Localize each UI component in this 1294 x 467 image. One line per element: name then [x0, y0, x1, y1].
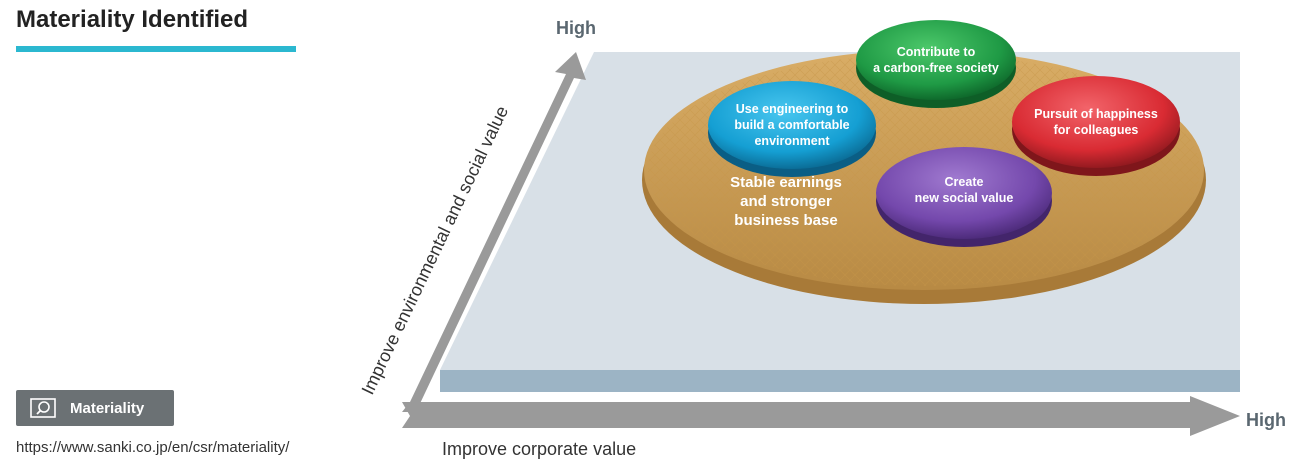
y-axis-arrow [402, 52, 586, 412]
x-axis-arrow [402, 396, 1240, 436]
bubble-text-line: Use engineering to [736, 102, 849, 116]
x-axis-high-label: High [1246, 410, 1286, 430]
bubble-text-line: Contribute to [897, 45, 976, 59]
bubble-text-line: for colleagues [1054, 123, 1139, 137]
bubble-carbon: Contribute to a carbon-free society [856, 20, 1016, 108]
bubble-text-line: a carbon-free society [873, 61, 999, 75]
bubble-happiness: Pursuit of happiness for colleagues [1012, 76, 1180, 176]
bubble-text-line: and stronger [740, 193, 832, 210]
x-axis-label: Improve corporate value [442, 439, 637, 459]
materiality-button-label: Materiality [70, 399, 145, 417]
bubble-text-line: new social value [915, 191, 1014, 205]
bubble-text-line: environment [754, 134, 830, 148]
search-document-icon [30, 397, 60, 419]
bubble-social: Create new social value [876, 147, 1052, 247]
bubble-engineering: Use engineering to build a comfortable env… [708, 81, 876, 177]
bubble-text-line: business base [734, 212, 837, 229]
bubble-text-line: Pursuit of happiness [1034, 107, 1158, 121]
bubble-text-line: build a comfortable [734, 118, 849, 132]
y-axis-high-label: High [556, 18, 596, 38]
svg-text:Contribute toa carbon-free soc: Contribute to a carbon-free society [873, 45, 999, 75]
bubble-text-line: Stable earnings [730, 174, 842, 191]
page-title: Materiality Identified [16, 6, 249, 33]
materiality-url-link[interactable]: https://www.sanki.co.jp/en/csr/materiali… [16, 439, 290, 456]
platform-edge [440, 370, 1240, 392]
materiality-button[interactable]: Materiality [16, 390, 174, 426]
base-label: Stable earnings and stronger business base [730, 174, 842, 229]
title-underline [16, 46, 296, 52]
bubble-text-line: Create [945, 175, 984, 189]
